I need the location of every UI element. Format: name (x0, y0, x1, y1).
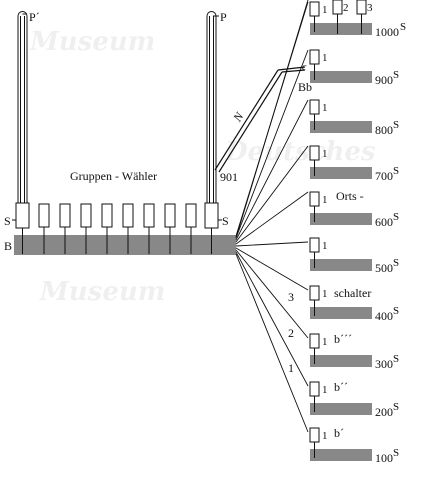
s-left-label: S (4, 214, 11, 228)
level-number: 900 (375, 73, 393, 87)
c-label: c (302, 62, 307, 73)
level-switch-label: 1 (322, 194, 328, 206)
label-901: 901 (220, 170, 238, 184)
watermark-text-1: Museum (29, 27, 155, 57)
b2-label: b´´ (334, 380, 348, 394)
group-selector-box (80, 203, 92, 228)
level-switch-box (309, 285, 320, 301)
level-number: 200 (375, 405, 393, 419)
schalter-label: schalter (334, 286, 371, 300)
b3-label: b´´´ (334, 332, 352, 346)
watermark-text-2: Deutsches (224, 137, 376, 167)
level-switch-box (309, 237, 320, 253)
level-switch-box (309, 1, 320, 17)
fan-number-2: 2 (288, 326, 294, 340)
group-selector-box (38, 203, 50, 228)
level-number: 500 (375, 261, 393, 275)
diagram-title: Gruppen - Wähler (70, 169, 157, 183)
level-switch-box (309, 191, 320, 207)
orts-label: Orts - (336, 189, 364, 203)
fan-number-1: 1 (288, 361, 294, 375)
fan-line (235, 145, 309, 243)
fan-line (235, 251, 309, 387)
level-s-superscript: S (393, 401, 399, 413)
p-right-label: P (220, 10, 227, 24)
level-number: 300 (375, 357, 393, 371)
level-s-superscript: S (393, 305, 399, 317)
level-number: 400 (375, 309, 393, 323)
fan-line (235, 247, 309, 291)
n-line (214, 66, 306, 173)
level-s-superscript: S (393, 353, 399, 365)
group-selector-box (143, 203, 155, 228)
b1-label: b´ (334, 426, 344, 440)
fan-line (235, 99, 309, 241)
level-switch-box (309, 427, 320, 443)
b-label: B (4, 239, 12, 253)
level-switch-label: 1 (322, 240, 328, 252)
p-left-label: P´ (29, 10, 40, 24)
level-s-superscript: S (393, 165, 399, 177)
right-tube (204, 11, 222, 229)
top-box-label-2: 2 (343, 2, 349, 14)
watermark-text-3: Museum (39, 277, 165, 307)
level-number: 1000 (375, 25, 399, 39)
group-selector-box (122, 203, 134, 228)
fan-line (235, 1, 309, 237)
fan-line (235, 253, 309, 433)
contact-bank-bus (14, 235, 236, 255)
level-s-superscript: S (393, 119, 399, 131)
top-extra-boxes (332, 0, 367, 34)
level-switch-label: 1 (322, 430, 328, 442)
level-switch-box (309, 49, 320, 65)
s-right-label: S (222, 214, 229, 228)
fan-line (235, 191, 309, 245)
level-switch-label: 1 (322, 336, 328, 348)
level-s-superscript: S (393, 447, 399, 459)
level-number: 100 (375, 451, 393, 465)
level-switch-label: 1 (322, 288, 328, 300)
fan-line (235, 249, 309, 339)
group-selector-box (101, 203, 113, 228)
fan-line (235, 49, 309, 239)
level-switch-label: 1 (322, 148, 328, 160)
level-switch-box (309, 333, 320, 349)
fan-number-3: 3 (288, 290, 294, 304)
level-s-superscript: S (393, 69, 399, 81)
group-selector-box (185, 203, 197, 228)
level-s-superscript: S (400, 21, 406, 33)
group-selector-box (164, 203, 176, 228)
level-number: 600 (375, 215, 393, 229)
level-number: 700 (375, 169, 393, 183)
level-s-superscript: S (393, 211, 399, 223)
group-selector-boxes (22, 203, 212, 254)
level-switch-label: 1 (322, 384, 328, 396)
fan-line (235, 241, 309, 247)
left-tube (12, 11, 30, 229)
group-selector-box (59, 203, 71, 228)
level-switch-label: 1 (322, 102, 328, 114)
level-switch-label: 1 (322, 4, 328, 16)
level-number: 800 (375, 123, 393, 137)
level-switch-box (309, 99, 320, 115)
watermark: Museum Deutsches Museum (29, 27, 376, 307)
top-box-label-3: 3 (367, 2, 373, 14)
level-switch-box (309, 145, 320, 161)
level-switch-label: 1 (322, 52, 328, 64)
bb-label: Bb (298, 80, 312, 94)
level-s-superscript: S (393, 257, 399, 269)
fan-lines (235, 0, 309, 433)
level-switch-box (309, 381, 320, 397)
